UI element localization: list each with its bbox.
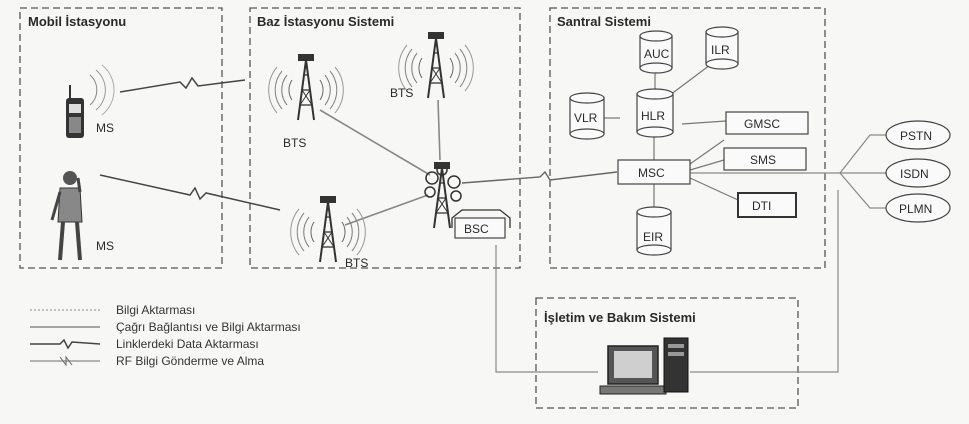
mobile-station-title: Mobil İstasyonu bbox=[28, 14, 126, 29]
msc-label: MSC bbox=[638, 166, 665, 180]
legend-label-link-data: Linklerdeki Data Aktarması bbox=[116, 337, 259, 351]
hlr-label: HLR bbox=[641, 109, 665, 123]
bts-3-tower-icon bbox=[291, 196, 366, 262]
bts-2-label: BTS bbox=[390, 86, 413, 100]
rf-link-ms2-bts3 bbox=[100, 175, 280, 210]
legend-label-call: Çağrı Bağlantısı ve Bilgi Aktarması bbox=[116, 320, 301, 334]
mobile-station-panel bbox=[20, 8, 222, 268]
link-bts2-bsc bbox=[438, 100, 440, 160]
ms-person-label: MS bbox=[96, 239, 114, 253]
oms-title: İşletim ve Bakım Sistemi bbox=[544, 310, 696, 325]
ilr-label: ILR bbox=[711, 43, 730, 57]
auc-label: AUC bbox=[644, 47, 670, 61]
link-hlr-gmsc bbox=[682, 121, 726, 124]
bts-1-tower-icon bbox=[269, 54, 344, 120]
switching-system-title: Santral Sistemi bbox=[557, 14, 651, 29]
sms-label: SMS bbox=[750, 153, 776, 167]
bts-3-label: BTS bbox=[345, 256, 368, 270]
link-to-plmn bbox=[840, 173, 888, 208]
link-msc-sms bbox=[690, 160, 724, 170]
link-msc-gmsc bbox=[690, 140, 724, 164]
plmn-label: PLMN bbox=[899, 202, 932, 216]
ms-person-icon bbox=[52, 171, 82, 260]
dti-label: DTI bbox=[752, 199, 771, 213]
link-bsc-msc bbox=[462, 172, 617, 183]
isdn-label: ISDN bbox=[900, 167, 929, 181]
eir-label: EIR bbox=[643, 230, 663, 244]
legend-swatch-link-data bbox=[30, 340, 100, 348]
legend-label-info: Bilgi Aktarması bbox=[116, 303, 195, 317]
link-bsc-oms bbox=[496, 245, 598, 372]
link-bts1-bsc bbox=[320, 110, 430, 175]
pstn-label: PSTN bbox=[900, 129, 932, 143]
link-ilr-hlr bbox=[670, 65, 710, 95]
legend: Bilgi Aktarması Çağrı Bağlantısı ve Bilg… bbox=[30, 303, 301, 368]
rf-link-ms1-bts1 bbox=[120, 78, 245, 92]
legend-label-rf: RF Bilgi Gönderme ve Alma bbox=[116, 354, 264, 368]
ms-phone-label: MS bbox=[96, 121, 114, 135]
vlr-label: VLR bbox=[574, 111, 598, 125]
base-station-title: Baz İstasyonu Sistemi bbox=[257, 14, 394, 29]
link-to-pstn bbox=[840, 135, 888, 173]
bts-1-label: BTS bbox=[283, 136, 306, 150]
bsc-label: BSC bbox=[464, 222, 489, 236]
link-msc-dti bbox=[690, 178, 738, 200]
computer-icon bbox=[600, 338, 688, 394]
gmsc-label: GMSC bbox=[744, 117, 780, 131]
